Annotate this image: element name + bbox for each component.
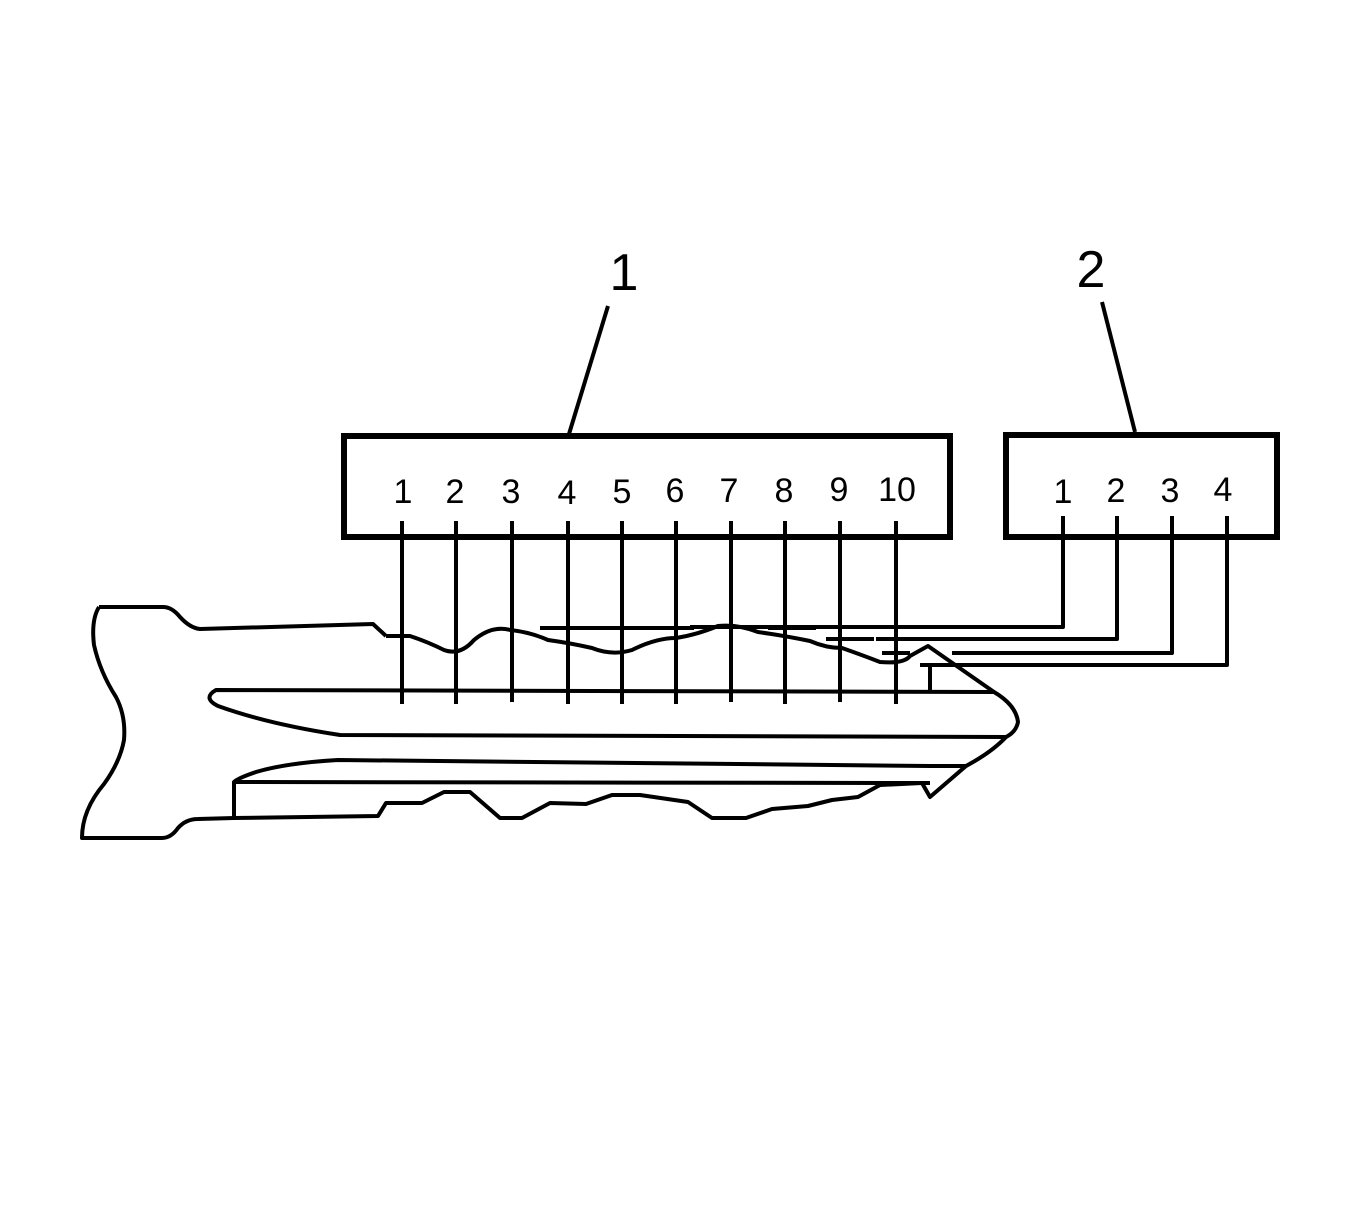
box2-position-lines (690, 516, 1229, 690)
box1-pin-label: 5 (613, 473, 632, 511)
box1-pin-label: 3 (502, 473, 521, 511)
box2-pin-label: 3 (1161, 472, 1180, 510)
callout-leader-1 (567, 305, 610, 435)
box2-pin-label: 2 (1107, 472, 1126, 510)
cut-depth-box-1 (341, 433, 953, 540)
box1-pin-label: 10 (878, 471, 916, 509)
key-lower-groove (232, 735, 1008, 785)
box1-pin-label: 4 (558, 474, 577, 512)
cut-depth-box-2 (1003, 432, 1280, 540)
callout-label-2: 2 (1077, 241, 1106, 299)
key-bow (80, 605, 388, 840)
key-outline (80, 605, 1020, 840)
box2-pin-label: 1 (1054, 473, 1073, 511)
box1-pin-label: 1 (394, 473, 413, 511)
callout-label-1: 1 (610, 244, 639, 302)
box1-position-lines (400, 521, 898, 704)
position-leader (952, 516, 1174, 655)
box1-pin-label: 9 (830, 471, 849, 509)
key-lower-cut-profile (232, 781, 923, 820)
position-leader (690, 516, 1065, 629)
box2-pin-label: 4 (1214, 471, 1233, 509)
key-upper-groove (207, 688, 1020, 739)
box1-pin-labels: 1 2 3 4 5 6 7 8 9 10 (394, 471, 916, 512)
callout-leader-2 (1100, 301, 1137, 433)
box2-pin-labels: 1 2 3 4 (1054, 471, 1233, 511)
position-leader (876, 516, 1119, 641)
box1-pin-label: 7 (720, 472, 739, 510)
box1-pin-label: 2 (446, 473, 465, 511)
box1-pin-label: 8 (775, 472, 794, 510)
key-upper-cut-profile (386, 623, 996, 694)
position-leader (928, 516, 1229, 690)
box1-pin-label: 6 (666, 472, 685, 510)
key-tip (920, 764, 968, 799)
